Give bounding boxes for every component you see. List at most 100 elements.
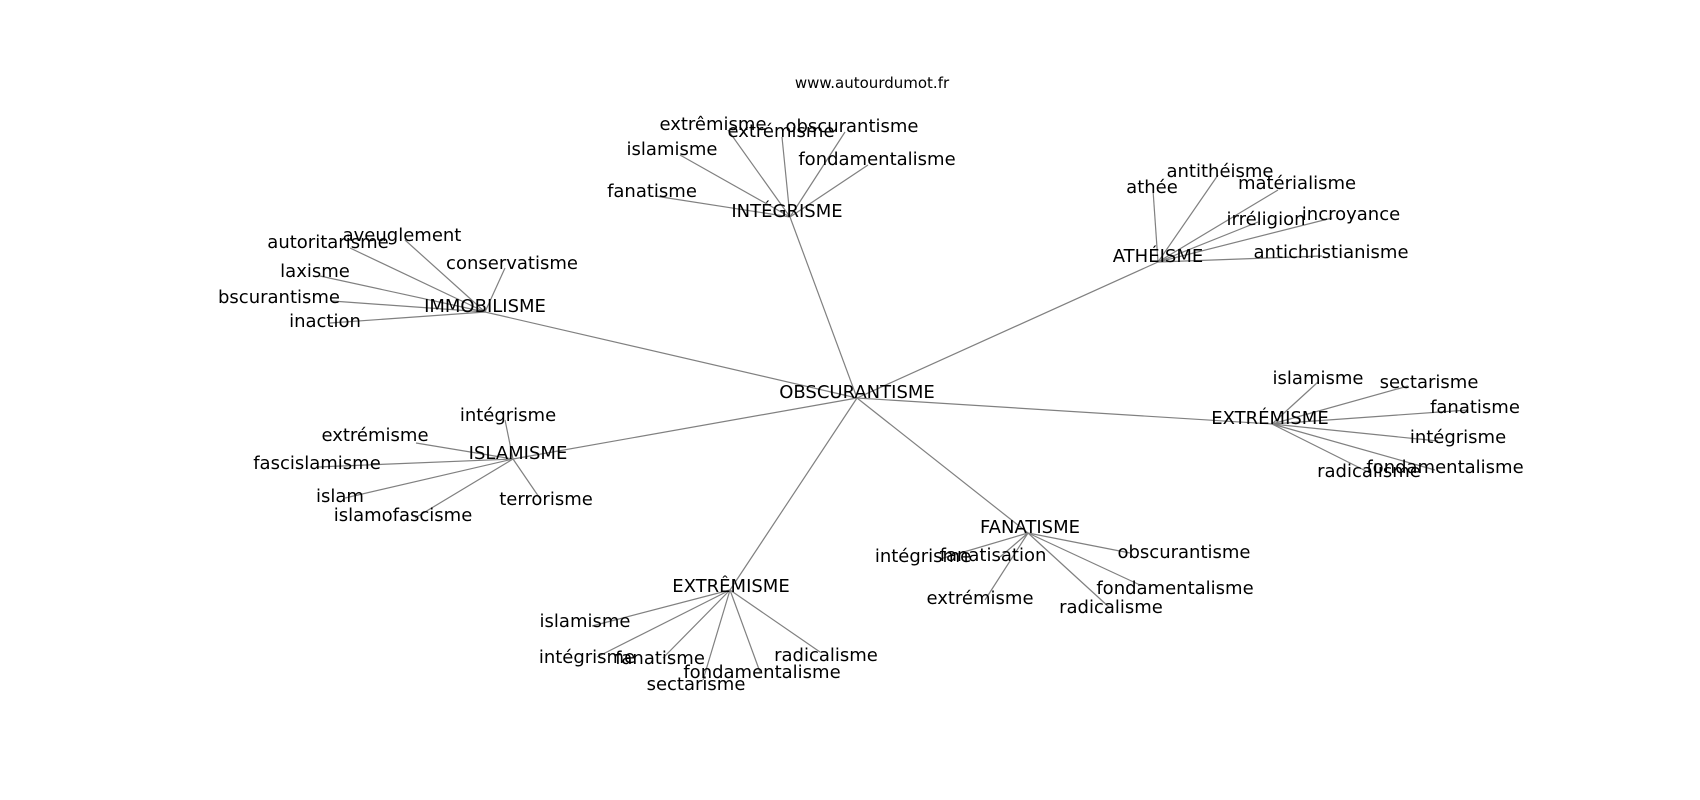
leaf-node-label: athée xyxy=(1126,177,1178,198)
edge-isl-isl5 xyxy=(344,458,514,499)
leaf-node-label: fondamentalisme xyxy=(1096,578,1253,599)
leaf-node-label: islam xyxy=(316,486,364,507)
leaf-node-label: sectarisme xyxy=(647,674,746,695)
edge-imm-imm3 xyxy=(484,267,506,313)
leaf-node-label: fascislamisme xyxy=(253,453,381,474)
leaf-node-label: autoritarisme xyxy=(267,232,388,253)
edge-imm-imm4 xyxy=(319,275,486,313)
leaf-node-label: sectarisme xyxy=(1380,372,1479,393)
edge-ath-ath1 xyxy=(1157,174,1219,263)
hub-node-label: EXTRÊMISME xyxy=(672,575,789,597)
edge-int-int2 xyxy=(781,136,791,218)
leaf-node-label: fondamentalisme xyxy=(1366,457,1523,478)
leaf-node-label: islamisme xyxy=(1273,368,1364,389)
edge-imm-imm6 xyxy=(329,311,486,324)
edge-int-int3 xyxy=(789,131,846,218)
leaf-node-label: antichristianisme xyxy=(1253,242,1408,263)
leaf-node-label: islamofascisme xyxy=(334,505,473,526)
leaf-node-label: radicalisme xyxy=(774,645,878,666)
leaf-node-label: bscurantisme xyxy=(218,287,340,308)
leaf-node-label: extrêmisme xyxy=(659,114,766,135)
leaf-node-label: obscurantisme xyxy=(785,116,918,137)
leaf-node-label: incroyance xyxy=(1302,204,1400,225)
edge-fan-fan5 xyxy=(984,532,1029,601)
edge-int-int6 xyxy=(654,195,791,218)
hub-node-label: IMMOBILISME xyxy=(424,296,546,317)
edge-fan-fan6 xyxy=(1027,532,1111,609)
leaf-node-label: fanatisme xyxy=(1430,397,1520,418)
edge-isl-isl1 xyxy=(504,419,514,460)
hub-node-label: INTÉGRISME xyxy=(731,200,842,222)
edge-r-isl xyxy=(512,397,858,460)
edge-imm-imm1 xyxy=(404,239,486,313)
leaf-node-label: laxisme xyxy=(280,261,350,282)
edge-r-exc xyxy=(729,397,858,591)
leaf-node-label: intégrisme xyxy=(1410,427,1506,448)
leaf-node-label: fanatisme xyxy=(615,648,705,669)
edge-int-int5 xyxy=(789,164,869,218)
edge-imm-imm2 xyxy=(349,247,486,313)
leaf-node-label: fanatisation xyxy=(940,545,1047,566)
leaf-node-label: intégrisme xyxy=(460,405,556,426)
leaf-node-label: radicalisme xyxy=(1059,597,1163,618)
leaf-node-label: fondamentalisme xyxy=(798,149,955,170)
hub-node-label: FANATISME xyxy=(980,517,1080,538)
edge-r-fan xyxy=(856,397,1029,534)
edge-ath-ath4 xyxy=(1157,221,1259,263)
edge-r-int xyxy=(789,216,858,399)
edge-fan-fan1 xyxy=(999,532,1029,558)
root-node-label: OBSCURANTISME xyxy=(779,382,935,403)
edge-isl-isl4 xyxy=(512,458,542,501)
edge-exc-exc5 xyxy=(729,589,761,673)
edge-exe-exe6 xyxy=(1271,423,1369,473)
edge-isl-isl6 xyxy=(414,458,514,519)
leaf-node-label: conservatisme xyxy=(446,253,578,274)
graph-labels: OBSCURANTISMEINTÉGRISMEextrêmismeextrémi… xyxy=(218,114,1524,695)
edge-ath-ath6 xyxy=(1157,255,1323,263)
edge-exc-exc6 xyxy=(702,589,731,681)
edge-isl-isl2 xyxy=(415,442,514,460)
edge-imm-imm5 xyxy=(331,300,486,313)
edge-exc-exc1 xyxy=(591,589,731,627)
leaf-node-label: irréligion xyxy=(1226,209,1305,230)
leaf-node-label: antithéisme xyxy=(1166,161,1273,182)
leaf-node-label: extrémisme xyxy=(727,121,834,142)
leaf-node-label: extrémisme xyxy=(321,425,428,446)
edge-exe-exe4 xyxy=(1271,423,1439,442)
leaf-node-label: islamisme xyxy=(627,139,718,160)
edge-int-int4 xyxy=(679,154,791,218)
edge-exc-exc2 xyxy=(596,589,731,658)
hub-node-label: ISLAMISME xyxy=(469,443,568,464)
edge-ath-ath5 xyxy=(1157,217,1333,263)
leaf-node-label: aveuglement xyxy=(343,225,462,246)
edge-fan-fan4 xyxy=(1027,532,1141,586)
edge-r-exe xyxy=(856,397,1273,425)
edge-r-ath xyxy=(856,261,1159,399)
edge-exc-exc4 xyxy=(729,589,821,653)
leaf-node-label: matérialisme xyxy=(1238,173,1356,194)
leaf-node-label: inaction xyxy=(289,311,361,332)
edge-exe-exe2 xyxy=(1271,385,1409,425)
edge-ath-ath3 xyxy=(1157,189,1279,263)
leaf-node-label: intégrisme xyxy=(875,546,971,567)
leaf-node-label: obscurantisme xyxy=(1117,542,1250,563)
edge-exe-exe1 xyxy=(1271,381,1319,425)
leaf-node-label: terrorisme xyxy=(499,489,593,510)
hub-node-label: EXTRÉMISME xyxy=(1211,407,1328,429)
leaf-node-label: fondamentalisme xyxy=(683,662,840,683)
edge-exe-exe3 xyxy=(1271,409,1469,425)
edge-exc-exc3 xyxy=(662,589,731,659)
leaf-node-label: radicalisme xyxy=(1317,461,1421,482)
edge-fan-fan3 xyxy=(1027,532,1131,554)
leaf-node-label: fanatisme xyxy=(607,181,697,202)
edge-fan-fan2 xyxy=(939,532,1029,560)
edge-ath-ath2 xyxy=(1152,189,1159,263)
edge-isl-isl3 xyxy=(316,458,514,468)
edge-exe-exe5 xyxy=(1271,423,1436,471)
leaf-node-label: intégrisme xyxy=(539,647,635,668)
hub-node-label: ATHÉISME xyxy=(1113,245,1203,267)
edge-r-imm xyxy=(484,311,858,399)
graph-edges xyxy=(316,129,1469,681)
leaf-node-label: extrémisme xyxy=(926,588,1033,609)
